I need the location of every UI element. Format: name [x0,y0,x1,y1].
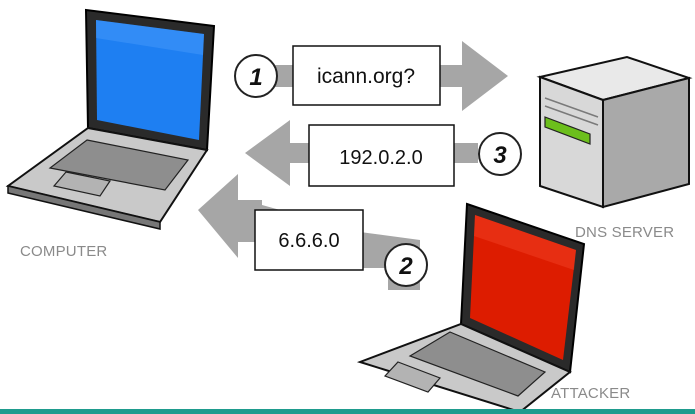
message-box-3 [308,124,455,187]
message-box-1 [292,45,441,106]
attacker-label: ATTACKER [551,385,631,402]
message-text-1: icann.org? [317,65,415,88]
server-status-light [544,116,591,145]
attacker-screen [470,215,576,360]
dns-server-label: DNS SERVER [575,224,675,241]
computer-label: COMPUTER [20,243,108,260]
attacker-laptop-icon [356,202,586,414]
dns-server-icon [536,55,693,209]
step-circle-3 [478,132,522,176]
step-number-1: 1 [249,64,262,91]
accent-bar [0,409,695,414]
step-number-2: 2 [398,253,413,280]
step-number-3: 3 [493,142,507,169]
computer-laptop-icon [5,8,216,230]
message-text-2: 6.6.6.0 [278,230,339,252]
message-box-2 [254,209,364,271]
computer-screen [96,20,204,140]
message-text-3: 192.0.2.0 [339,147,422,169]
step-circle-1 [234,54,278,98]
step-circle-2 [384,243,428,287]
